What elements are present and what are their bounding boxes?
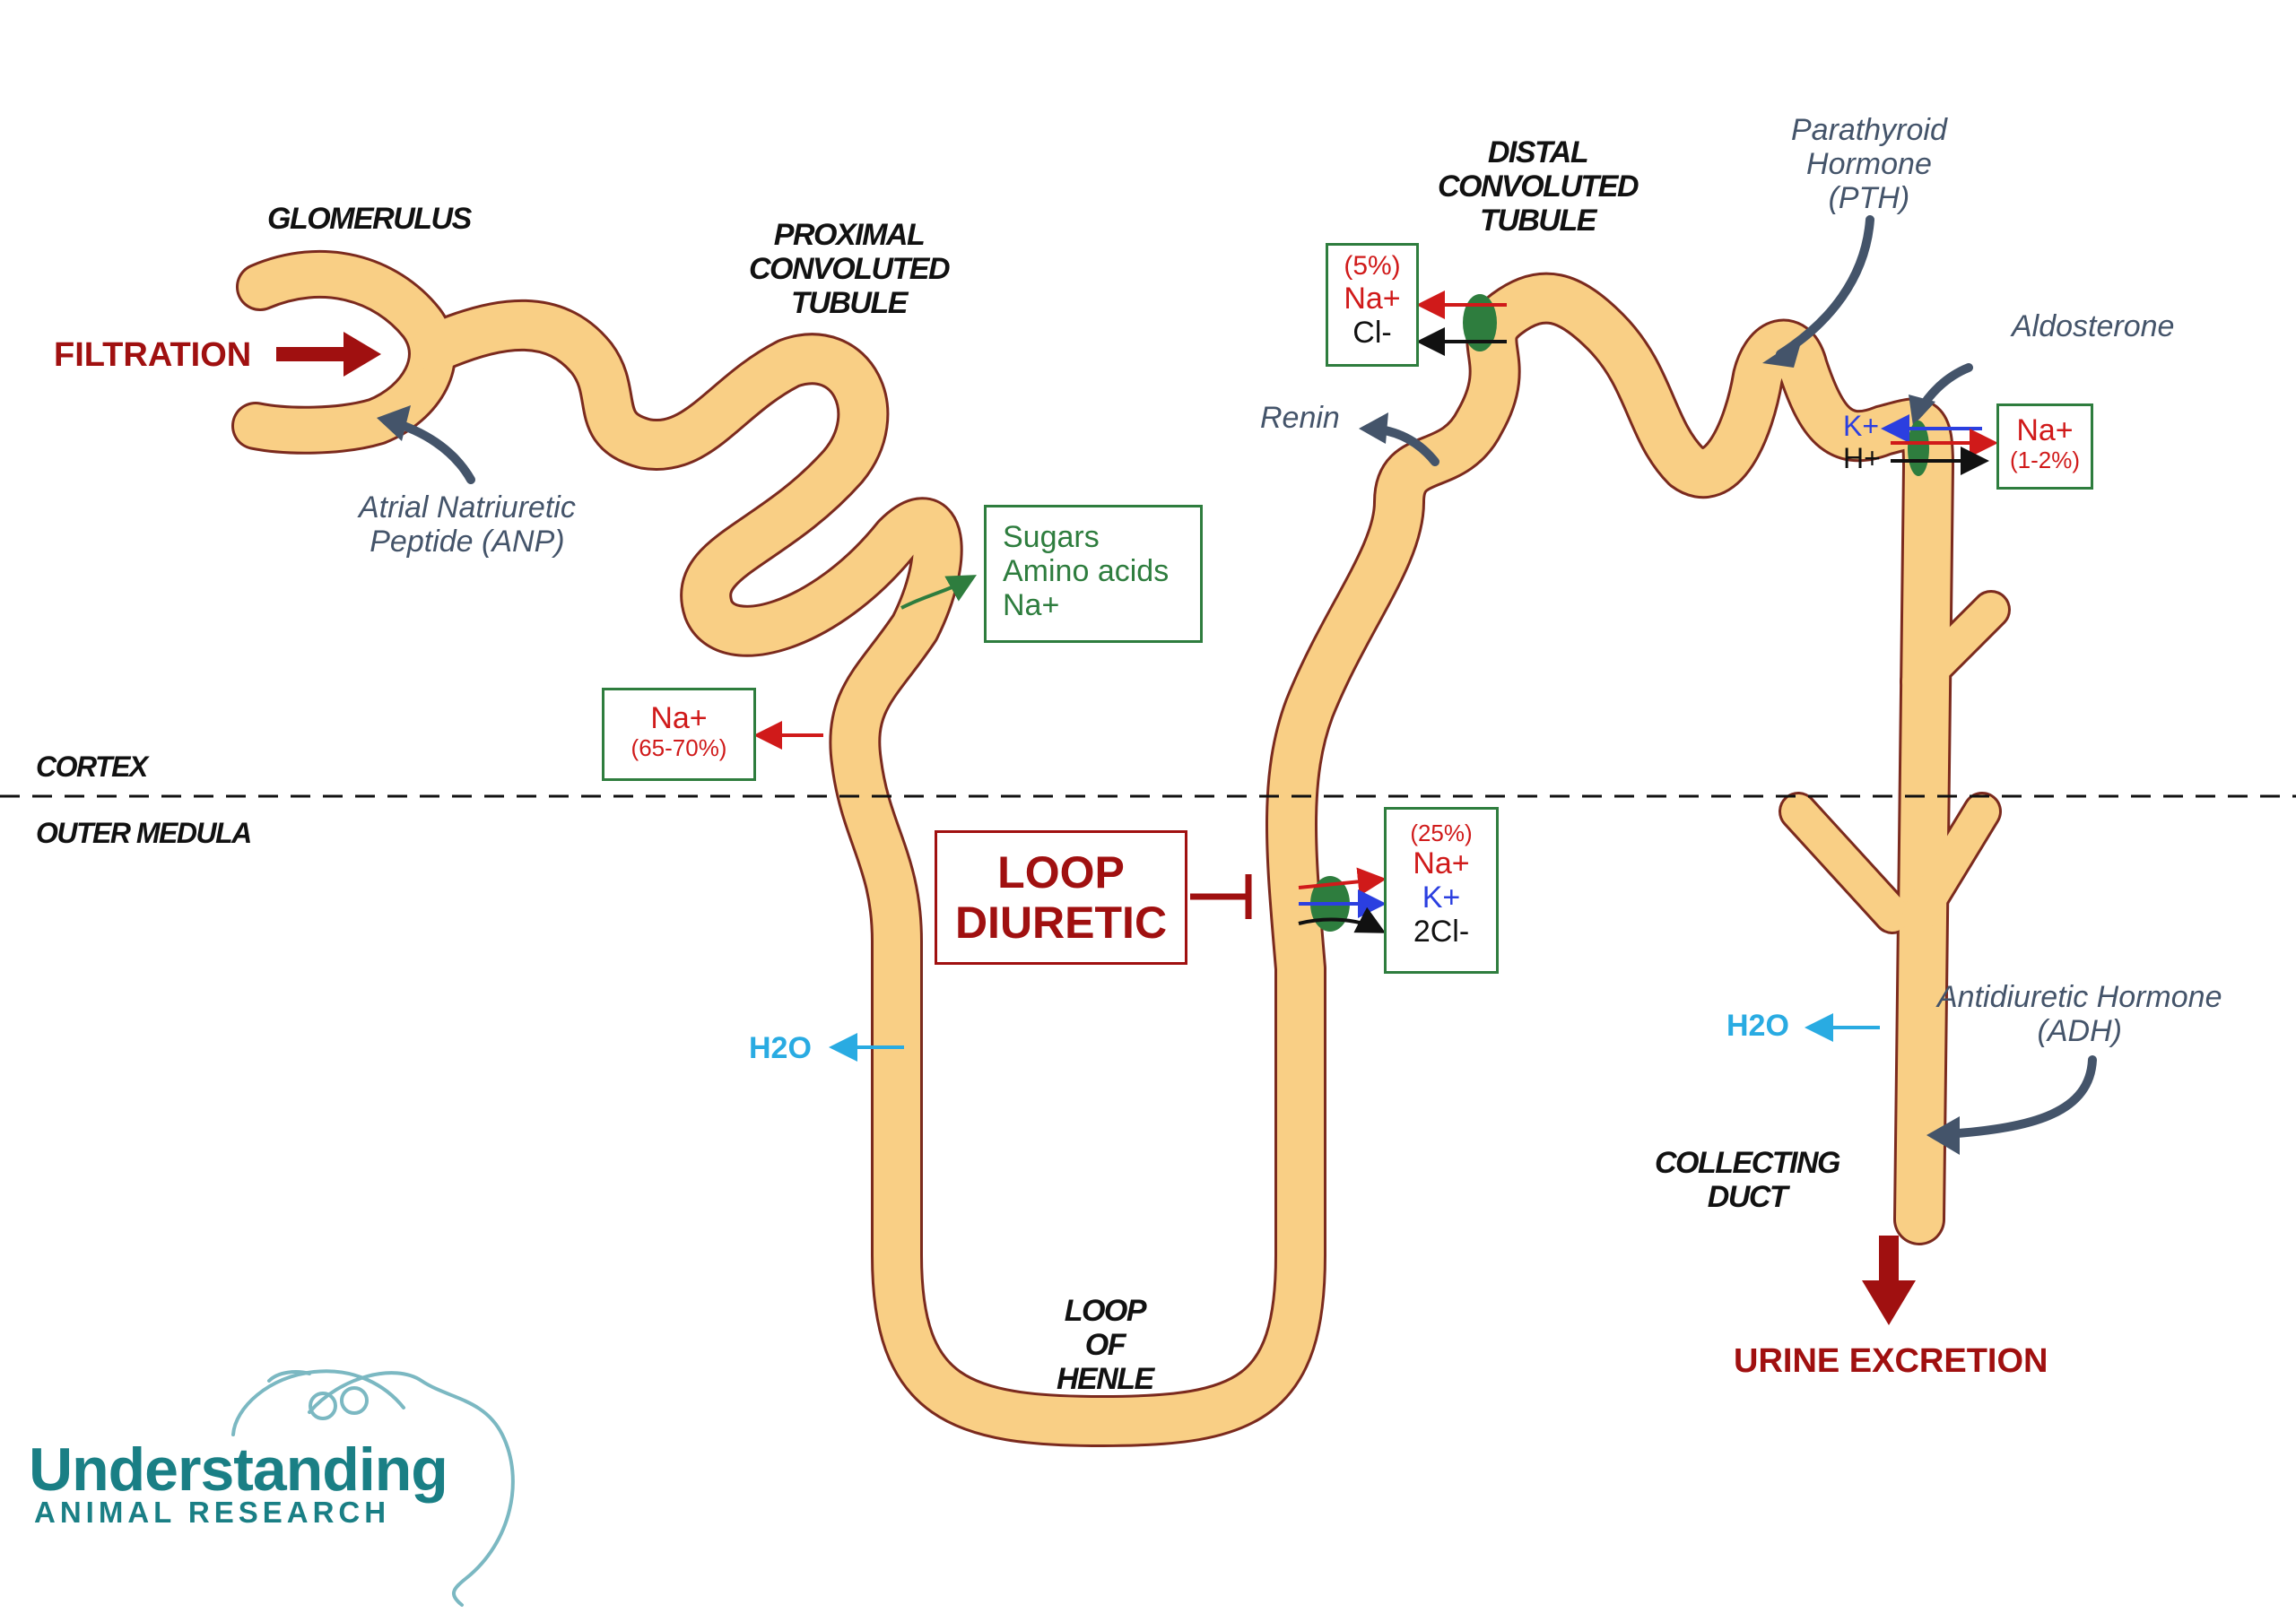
- reabsorption-arrow: [900, 575, 977, 610]
- glomerulus-label: GLOMERULUS: [267, 202, 472, 236]
- proximal-tubule-label: PROXIMAL CONVOLUTED TUBULE: [749, 218, 951, 321]
- pct-na-box: Na+ (65-70%): [602, 688, 756, 781]
- loop-na-arrow: [1298, 867, 1387, 897]
- tubule-path: [412, 274, 1952, 1444]
- renin-arrowhead: [1359, 412, 1388, 444]
- urine-excretion-label: URINE EXCRETION: [1734, 1342, 2048, 1380]
- aldosterone-label: Aldosterone: [2012, 309, 2175, 343]
- loop-of-henle-label: LOOP OF HENLE: [1057, 1294, 1154, 1397]
- cd-h-label: H+: [1843, 442, 1881, 474]
- hormone-arrowheads: [377, 336, 1960, 1155]
- renin-label: Renin: [1260, 401, 1340, 435]
- tubule-fill: [234, 252, 2008, 1444]
- water-label-right: H2O: [1726, 1009, 1789, 1043]
- collecting-duct-branch-2: [1781, 794, 1909, 932]
- distal-tubule-label: DISTAL CONVOLUTED TUBULE: [1438, 135, 1639, 239]
- anp-arrowhead: [377, 405, 411, 441]
- logo-wordmark: Understanding: [29, 1436, 448, 1504]
- adh-label: Antidiuretic Hormone (ADH): [1937, 980, 2222, 1049]
- aldosterone-arrowhead: [1909, 395, 1935, 426]
- hormone-arrows: [386, 215, 2097, 1139]
- collecting-duct-branch-1: [1902, 593, 2008, 698]
- pth-arrowhead: [1762, 336, 1803, 368]
- anp-label: Atrial Natriuretic Peptide (ANP): [359, 490, 576, 559]
- adh-arrowhead: [1926, 1116, 1960, 1155]
- logo-subline: ANIMAL RESEARCH: [34, 1496, 391, 1529]
- filtration-label: FILTRATION: [54, 336, 252, 374]
- collecting-duct-branch-3: [1902, 794, 1999, 932]
- outer-medula-label: OUTER MEDULA: [36, 817, 252, 849]
- collecting-duct-label: COLLECTING DUCT: [1655, 1146, 1840, 1215]
- loop-cl-arrow: [1298, 906, 1387, 933]
- inhibition-symbol: [1190, 874, 1252, 919]
- loop-transport-box: (25%) Na+ K+ 2Cl-: [1384, 807, 1499, 974]
- cd-k-label: K+: [1843, 410, 1880, 442]
- adh-arrow: [1942, 1055, 2097, 1139]
- logo-mouse-outline: [231, 1369, 515, 1607]
- pth-label: Parathyroid Hormone (PTH): [1791, 113, 1947, 216]
- dct-transporter: [1463, 294, 1497, 351]
- cd-na-box: Na+ (1-2%): [1996, 403, 2093, 490]
- urine-excretion-arrow: [1862, 1236, 1916, 1325]
- dct-box: (5%) Na+ Cl-: [1326, 243, 1419, 367]
- reabsorption-box: Sugars Amino acids Na+: [984, 505, 1203, 643]
- cortex-label: CORTEX: [36, 750, 148, 783]
- filtration-arrow: [276, 332, 381, 377]
- water-label-left: H2O: [749, 1031, 812, 1065]
- loop-diuretic-box: LOOP DIURETIC: [935, 830, 1187, 965]
